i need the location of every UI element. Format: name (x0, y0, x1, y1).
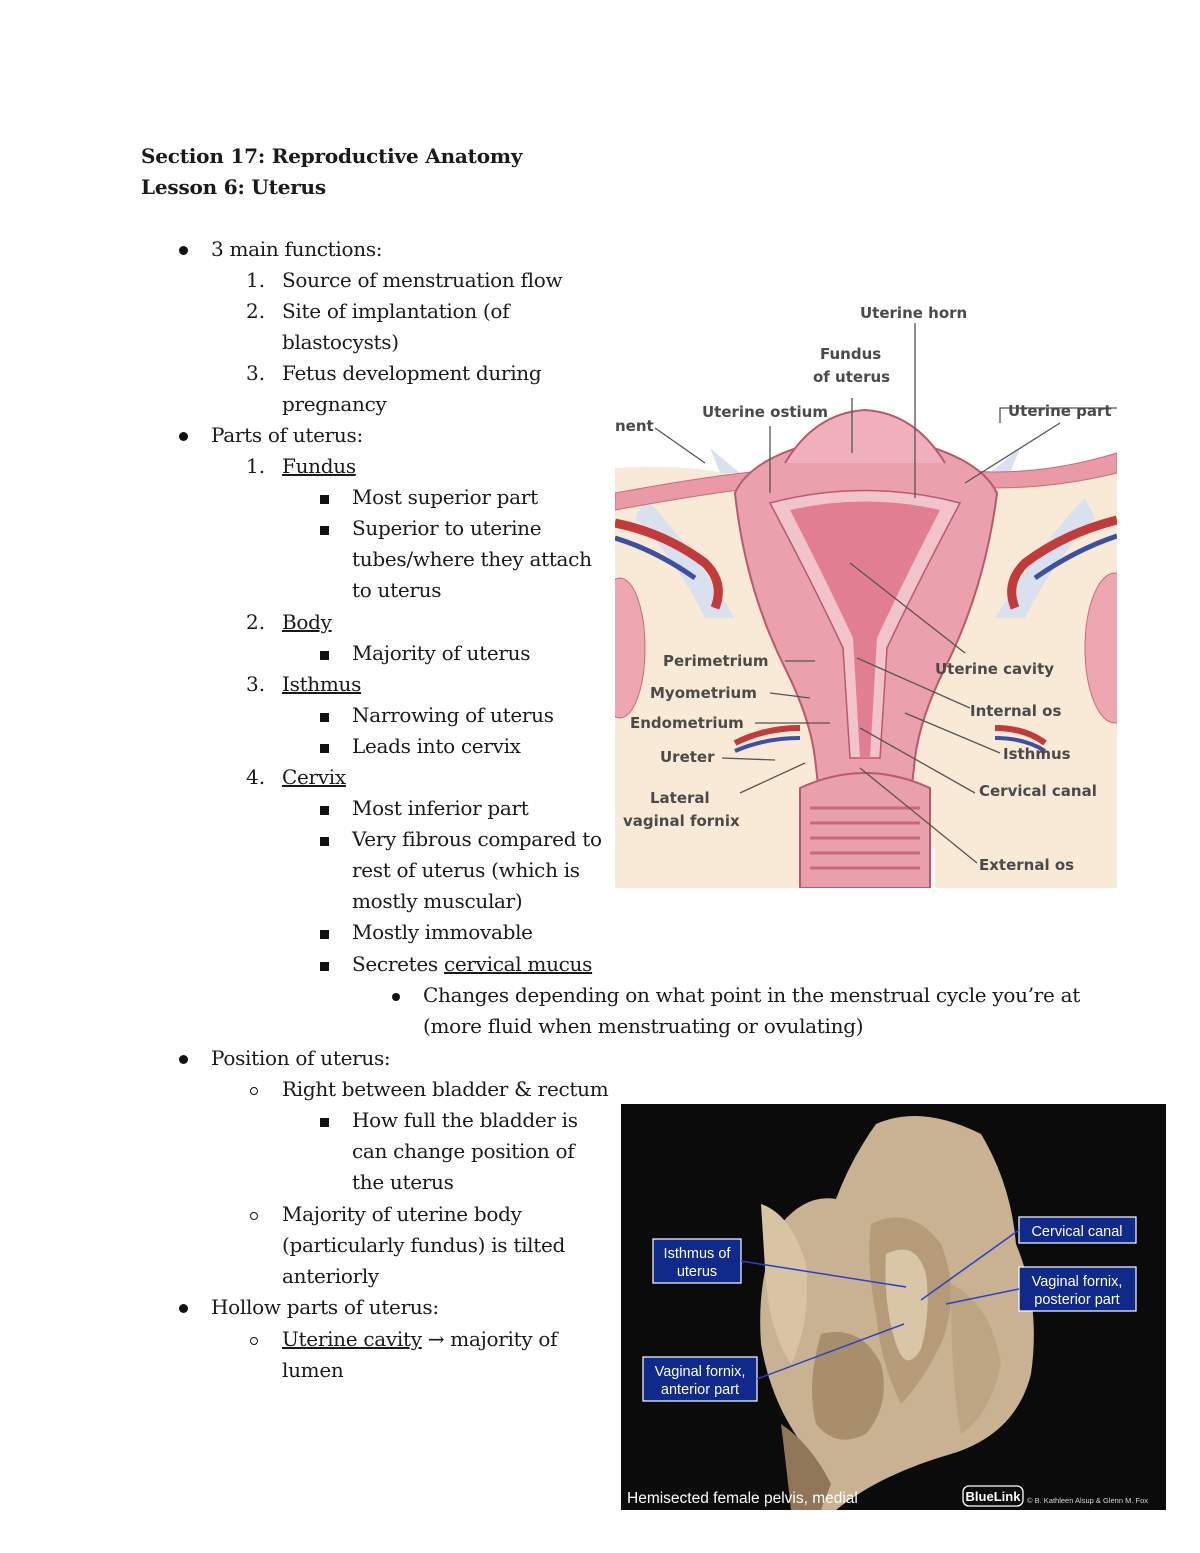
square-bullet-icon (320, 837, 329, 846)
list-item: Majority of uterine body (282, 1202, 522, 1226)
list-item: can change position of (352, 1139, 575, 1163)
label-endometrium: Endometrium (630, 714, 744, 732)
position-heading: Position of uterus: (211, 1046, 391, 1070)
list-number: 2. (246, 610, 266, 634)
list-item: Site of implantation (of (282, 299, 510, 323)
list-item: Changes depending on what point in the m… (423, 983, 1080, 1007)
isthmus-label: Isthmus (282, 672, 362, 696)
fundus-label: Fundus (282, 454, 356, 478)
photo-credit: © B. Kathleen Alsup & Glenn M. Fox (1027, 1496, 1148, 1505)
parts-heading: Parts of uterus: (211, 423, 363, 447)
label-uterine-horn: Uterine horn (860, 304, 967, 322)
circle-bullet-icon (250, 1337, 258, 1345)
square-bullet-icon (320, 806, 329, 815)
label-internal-os: Internal os (970, 702, 1061, 720)
square-bullet-icon (320, 495, 329, 504)
list-number: 3. (246, 672, 266, 696)
square-bullet-icon (320, 962, 329, 971)
label-myometrium: Myometrium (650, 684, 757, 702)
bullet-icon (179, 1304, 188, 1313)
list-item: Narrowing of uterus (352, 703, 554, 727)
label-vaginal-fornix: vaginal fornix (623, 812, 740, 830)
bullet-icon (179, 246, 188, 255)
list-item: (more fluid when menstruating or ovulati… (423, 1014, 864, 1038)
list-number: 2. (246, 299, 266, 323)
label-cervical-canal-photo: Cervical canal (1031, 1224, 1122, 1240)
list-item: Fetus development during (282, 361, 542, 385)
square-bullet-icon (320, 651, 329, 660)
list-item: Secretes cervical mucus (352, 949, 592, 980)
label-uterus: uterus (677, 1264, 717, 1280)
label-uterine-part: Uterine part (1008, 402, 1112, 420)
list-item: Source of menstruation flow (282, 268, 563, 292)
label-fornix-posterior-2: posterior part (1034, 1292, 1119, 1308)
uterine-cavity-term: Uterine cavity (282, 1327, 422, 1351)
square-bullet-icon (320, 744, 329, 753)
secretes-prefix: Secretes (352, 952, 444, 976)
label-fornix-anterior-1: Vaginal fornix, (655, 1364, 746, 1380)
cervix-label: Cervix (282, 765, 346, 789)
list-item: Very fibrous compared to (352, 827, 602, 851)
list-item: pregnancy (282, 392, 387, 416)
label-of-uterus: of uterus (813, 368, 890, 386)
list-item: anteriorly (282, 1264, 379, 1288)
label-ligament: nent (615, 417, 654, 435)
square-bullet-icon (320, 1118, 329, 1127)
list-item: lumen (282, 1358, 344, 1382)
list-number: 1. (246, 454, 266, 478)
label-ureter: Ureter (660, 748, 715, 766)
list-item: tubes/where they attach (352, 547, 592, 571)
list-item: How full the bladder is (352, 1108, 578, 1132)
label-lateral: Lateral (650, 789, 710, 807)
label-isthmus-of: Isthmus of (664, 1246, 732, 1262)
list-item: rest of uterus (which is (352, 858, 580, 882)
list-item: to uterus (352, 578, 442, 602)
lesson-title: Lesson 6: Uterus (141, 175, 326, 199)
list-item: (particularly fundus) is tilted (282, 1233, 566, 1257)
list-number: 1. (246, 268, 266, 292)
section-title: Section 17: Reproductive Anatomy (141, 144, 523, 168)
list-number: 4. (246, 765, 266, 789)
list-number: 3. (246, 361, 266, 385)
list-item: blastocysts) (282, 330, 399, 354)
label-fornix-posterior-1: Vaginal fornix, (1032, 1274, 1123, 1290)
bullet-icon (392, 993, 400, 1001)
list-item: Mostly immovable (352, 920, 533, 944)
list-item: the uterus (352, 1170, 454, 1194)
list-item: mostly muscular) (352, 889, 523, 913)
list-item: Most inferior part (352, 796, 529, 820)
uterus-diagram: Uterine horn Fundus of uterus Uterine os… (615, 288, 1117, 888)
bullet-icon (179, 432, 188, 441)
list-item: Superior to uterine (352, 516, 542, 540)
circle-bullet-icon (250, 1212, 258, 1220)
label-uterine-ostium: Uterine ostium (702, 403, 828, 421)
list-item: Leads into cervix (352, 734, 521, 758)
bluelink-logo-icon (962, 1485, 1024, 1507)
square-bullet-icon (320, 526, 329, 535)
circle-bullet-icon (250, 1087, 258, 1095)
bullet-icon (179, 1055, 188, 1064)
label-external-os: External os (979, 856, 1074, 874)
square-bullet-icon (320, 930, 329, 939)
label-fundus: Fundus (820, 345, 881, 363)
label-isthmus: Isthmus (1003, 745, 1071, 763)
cervical-mucus-term: cervical mucus (443, 952, 593, 976)
bluelink-brand: BlueLink (966, 1489, 1022, 1504)
hollow-heading: Hollow parts of uterus: (211, 1295, 439, 1319)
list-item: Most superior part (352, 485, 538, 509)
uterine-cavity-desc: → majority of (421, 1327, 558, 1351)
label-fornix-anterior-2: anterior part (661, 1382, 739, 1398)
list-item: Majority of uterus (352, 641, 531, 665)
body-label: Body (282, 610, 332, 634)
list-item: Uterine cavity → majority of (282, 1324, 558, 1355)
main-functions-heading: 3 main functions: (211, 237, 383, 261)
photo-caption: Hemisected female pelvis, medial (627, 1490, 858, 1507)
square-bullet-icon (320, 713, 329, 722)
pelvis-photo: Isthmus of uterus Cervical canal Vaginal… (621, 1104, 1166, 1510)
label-perimetrium: Perimetrium (663, 652, 769, 670)
label-uterine-cavity: Uterine cavity (935, 660, 1054, 678)
list-item: Right between bladder & rectum (282, 1077, 609, 1101)
label-cervical-canal: Cervical canal (979, 782, 1097, 800)
